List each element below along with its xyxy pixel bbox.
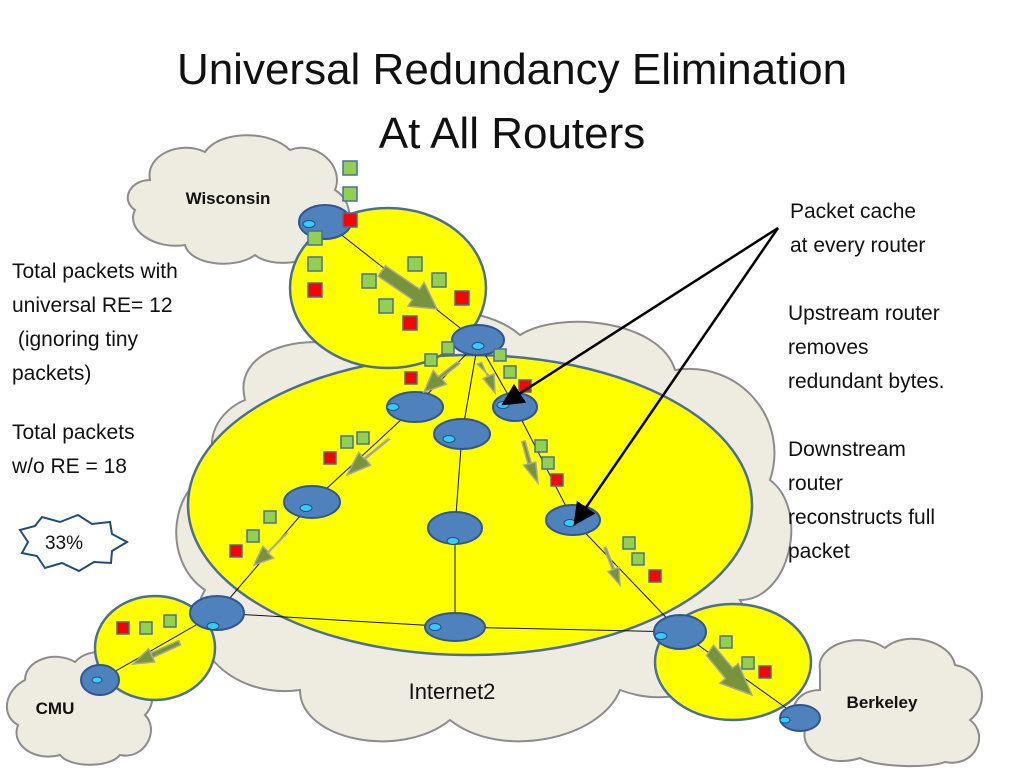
- packets: [116, 160, 772, 679]
- internet2-region: [186, 353, 754, 657]
- router-berkeley: [779, 704, 821, 732]
- router-left-2: [283, 485, 341, 519]
- packets-internet2: [229, 341, 662, 583]
- berkeley-cloud: [792, 638, 983, 768]
- universal-re-line: (ignoring tiny: [12, 328, 139, 351]
- callout-arrows: [501, 226, 780, 526]
- universal-re-note: Total packets with universal RE= 12 (ign…: [12, 255, 178, 391]
- router-upstream: [451, 324, 505, 356]
- packet-cache-line: at every router: [790, 234, 926, 257]
- flow-arrow-wisconsin: [377, 264, 439, 310]
- upstream-line: redundant bytes.: [788, 370, 945, 393]
- flow-arrow-right-2: [603, 546, 621, 588]
- router-center-mid: [427, 511, 483, 545]
- flow-arrow-left-2: [252, 532, 289, 567]
- cmu-label: CMU: [36, 699, 75, 718]
- wisconsin-label: Wisconsin: [186, 189, 271, 208]
- router-cmu: [80, 664, 120, 696]
- upstream-line: removes: [788, 336, 869, 359]
- packets-berkeley: [719, 635, 772, 679]
- downstream-line: reconstructs full: [788, 506, 936, 529]
- flow-arrow-up-right: [475, 361, 496, 396]
- router-cmu-edge: [189, 595, 245, 631]
- wisconsin-region: [288, 206, 488, 370]
- router-right-2: [545, 504, 601, 536]
- savings-badge-label: 33%: [45, 533, 83, 554]
- downstream-note: Downstream router reconstructs full pack…: [788, 433, 935, 569]
- universal-re-line: Total packets with: [12, 260, 178, 283]
- berkeley-label: Berkeley: [847, 693, 918, 712]
- downstream-line: Downstream: [788, 438, 906, 461]
- flow-arrow-up-left: [422, 361, 462, 394]
- universal-re-line: packets): [12, 362, 92, 385]
- upstream-note: Upstream router removes redundant bytes.: [788, 297, 944, 399]
- upstream-line: Upstream router: [788, 302, 940, 325]
- flow-arrow-cmu: [130, 639, 182, 665]
- flow-arrow-berkeley: [705, 643, 754, 697]
- packets-wisconsin: [307, 160, 470, 331]
- packet-cache-line: Packet cache: [790, 200, 917, 223]
- router-left-1: [386, 391, 444, 423]
- routers: [80, 204, 821, 732]
- universal-re-line: universal RE= 12: [12, 294, 173, 317]
- callout-arrow-upstream: [501, 226, 779, 406]
- no-re-line: Total packets: [12, 421, 135, 444]
- slide-title-line-2: At All Routers: [378, 109, 646, 158]
- callout-arrow-downstream: [573, 227, 780, 526]
- router-center-bottom: [424, 612, 486, 642]
- packet-cache-note: Packet cache at every router: [790, 195, 925, 263]
- internet2-label: Internet2: [409, 679, 496, 704]
- no-re-line: w/o RE = 18: [12, 455, 127, 478]
- flow-arrow-right-1: [520, 439, 540, 486]
- downstream-line: packet: [788, 540, 850, 563]
- router-berkeley-edge: [653, 614, 707, 650]
- router-center-top: [433, 418, 491, 450]
- flow-arrow-left-1: [345, 438, 391, 477]
- slide-title-line-1: Universal Redundancy Elimination: [176, 45, 848, 94]
- packets-cmu: [116, 614, 177, 635]
- no-re-note: Total packets w/o RE = 18: [12, 416, 135, 484]
- flow-arrows: [130, 264, 754, 697]
- downstream-line: router: [788, 472, 843, 495]
- savings-badge-shape: [18, 513, 130, 573]
